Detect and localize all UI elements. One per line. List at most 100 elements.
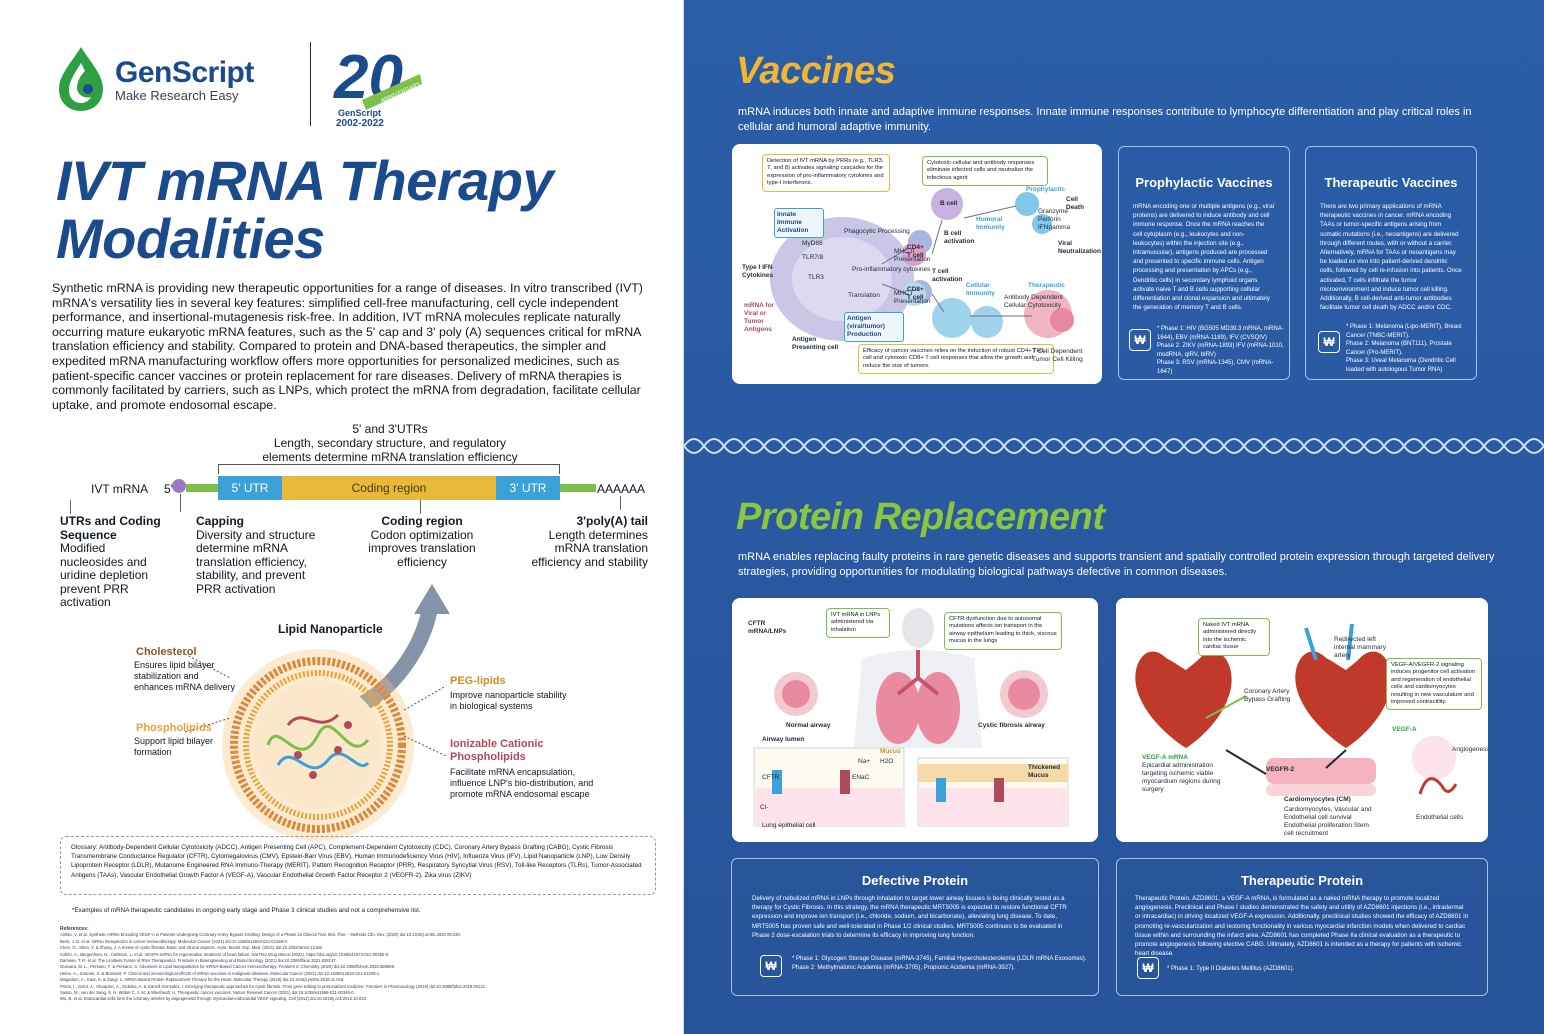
prophylactic-phases: * Phase 1: HIV (BG505 MD39.3 mRNA, mRNA-…: [1157, 326, 1284, 375]
fig-label-tlr3: TLR3: [808, 274, 824, 281]
fig-label-proinflammatory: Pro-inflammatory cytokines: [852, 266, 931, 273]
utr-annotation: 5' and 3'UTRs Length, secondary structur…: [240, 422, 540, 464]
cf-airway-label: Cystic fibrosis airway: [978, 722, 1045, 729]
anniversary-logo: 20 ANNIVERSARY GenScript 2002-2022: [332, 40, 424, 130]
reference-item: Collén, A., Bergenhem, N., Carlsson, L. …: [60, 951, 390, 957]
airway-lumen-label: Airway lumen: [762, 736, 805, 743]
therapeutic-protein-title: Therapeutic Protein: [1240, 873, 1364, 888]
clinical-trial-icon: ₩: [1129, 329, 1151, 351]
fig-label-antigen-production: Antigen (viral/tumor) Production: [844, 312, 904, 342]
logo-drop-icon: [59, 47, 103, 111]
fig-label-cd4: CD4+ T cell: [907, 244, 924, 259]
reference-item: Anttila, V. et al. Synthetic mRNA Encodi…: [60, 932, 461, 938]
peg-lipids-desc: Improve nanoparticle stability in biolog…: [450, 690, 567, 711]
vaccine-callout-cytotoxic: Cytotoxic-cellular and antibody response…: [922, 156, 1048, 187]
reference-item: Heine, A., Juranek, S. & Brossart, P. Cl…: [60, 970, 381, 976]
fig-label-myd88: MyD88: [802, 240, 823, 247]
fig-label-therapeutic: Therapeutic: [1028, 282, 1065, 289]
peg-lipids-label: PEG-lipids: [450, 675, 506, 687]
cholesterol-desc: Ensures lipid bilayer stabilization and …: [134, 660, 236, 692]
vegfr2-label: VEGFR-2: [1266, 766, 1295, 773]
endothelial-label: Endothelial cells: [1416, 814, 1463, 821]
thickened-mucus-label: Thickened Mucus: [1028, 764, 1061, 779]
fig-label-cellular: Cellular Immunity: [966, 282, 995, 297]
therapeutic-protein-body: Therapeutic Protein. AZD8601, a VEGF-A m…: [1135, 895, 1469, 958]
fig-label-mhc1: MHC I Presentation: [894, 290, 931, 305]
lnp-leader-lines-right: [403, 685, 447, 757]
ionizable-lipids-desc: Facilitate mRNA encapsulation, influence…: [450, 767, 594, 799]
vaccines-description: mRNA induces both innate and adaptive im…: [738, 106, 1472, 133]
brand-name: GenScript: [115, 55, 254, 89]
utr-heading: 5' and 3'UTRs: [352, 422, 428, 436]
page-title: IVT mRNA Therapy Modalities: [56, 152, 656, 268]
prophylactic-title: Prophylactic Vaccines: [1135, 175, 1273, 190]
epicardial-label: Epicardial administration targeting isch…: [1142, 762, 1221, 793]
reference-item: Guevara, M. L., Persano, F. & Persano, S…: [60, 964, 396, 970]
enac-label: ENaC: [852, 774, 870, 781]
fig-label-viral-neutralization: Viral Neutralization: [1058, 240, 1101, 255]
phospholipids-desc: Support lipid bilayer formation: [134, 736, 214, 757]
immune-response-illustration: [770, 188, 1074, 341]
title-line-1: IVT mRNA Therapy: [56, 149, 554, 212]
utr-desc-2: elements determine mRNA translation effi…: [262, 450, 518, 464]
lnp-title: Lipid Nanoparticle: [278, 622, 383, 636]
lnp-leader-lines: [184, 653, 231, 733]
vaccine-callout-cancer: Efficacy of cancer vaccines relies on th…: [858, 344, 1054, 375]
five-prime-label: 5': [164, 482, 173, 496]
vaccine-callout-prr: Detection of IVT mRNA by PRRs (e.g., TLR…: [762, 154, 890, 192]
fig-label-cell-death: Cell Death: [1066, 196, 1085, 211]
cftr-mrna-label: CFTR mRNA/LNPs: [748, 620, 787, 635]
fig-label-translation: Translation: [848, 292, 880, 299]
vaccines-title: Vaccines: [736, 50, 896, 92]
genscript-logo[interactable]: GenScript Make Research Easy: [55, 45, 254, 113]
fig-label-apc: Antigen Presenting cell: [792, 336, 839, 351]
title-line-2: Modalities: [56, 207, 325, 270]
reference-item: Magadum, A., Kaur, K. & Zangi, L. mRNA-B…: [60, 977, 345, 983]
fig-label-ifn: Type I IFN Cytokines: [742, 264, 774, 279]
vegfa-mrna-label: VEGF-A mRNA: [1142, 754, 1188, 761]
fig-label-tlr78: TLR7/8: [802, 254, 824, 261]
anniversary-name: GenScript: [338, 108, 382, 118]
curved-arrow-icon: [354, 584, 450, 710]
cftr-channel-label: CFTR: [762, 774, 780, 781]
defective-protein-body: Delivery of nebulized mRNA in LNPs throu…: [752, 895, 1067, 939]
heart-figure: Naked IVT mRNA administered directly int…: [1116, 598, 1488, 842]
heart-vegf-illustration: [1135, 623, 1458, 796]
reference-item: Chen, G., Shen, Y. & Zhang, J. A review …: [60, 945, 324, 951]
therapeutic-protein-card: Therapeutic Protein Therapeutic Protein.…: [1116, 858, 1488, 996]
references: References: Anttila, V. et al. Synthetic…: [60, 926, 656, 1003]
phospholipids-label: Phospholipids: [136, 722, 212, 734]
brand-tagline: Make Research Easy: [115, 87, 239, 103]
lung-callout-inhalation: IVT mRNA in LNPs administered via inhala…: [826, 608, 890, 639]
tick-polya: [620, 496, 621, 510]
fig-label-phagocytic: Phagocytic Processing: [844, 228, 910, 235]
protein-replacement-description: mRNA enables replacing faulty proteins i…: [738, 551, 1495, 578]
lung-figure: CFTR mRNA/LNPs IVT mRNA in LNPs administ…: [732, 598, 1098, 842]
examples-note: *Examples of mRNA therapeutic candidates…: [72, 907, 421, 914]
utr-brace: [218, 464, 560, 474]
feature-coding: Coding region Codon optimization improve…: [368, 514, 476, 569]
fig-label-humoral: Humoral Immunity: [976, 216, 1005, 231]
feature-utr-coding: UTRs and Coding Sequence Modified nucleo…: [60, 514, 161, 609]
fig-label-mrna-antigens: mRNA for Viral or Tumor Antigens: [744, 302, 775, 333]
fig-label-tumor-killing: T Cell Dependent Tumor Cell Killing: [1032, 348, 1083, 363]
prophylactic-body: mRNA encoding one or multiple antigens (…: [1133, 203, 1275, 312]
fig-label-mhc2: MHC II Presentation: [894, 248, 931, 263]
defective-protein-card: Defective Protein Delivery of nebulized …: [731, 858, 1099, 996]
lung-callout-cftr: CFTR dysfunction due to autosomal mutati…: [944, 612, 1062, 650]
segment-5utr: 5' UTR: [218, 476, 282, 500]
heart-callout-naked-mrna: Naked IVT mRNA administered directly int…: [1198, 618, 1270, 656]
therapeutic-vaccines-card: Therapeutic Vaccines There are two prima…: [1305, 146, 1477, 380]
tick-coding: [420, 500, 421, 514]
ionizable-lipids-label: Ionizable Cationic Phospholipids: [450, 738, 544, 763]
mucus-label: Mucus: [880, 748, 901, 755]
reference-item: Wu, B. et al. Endocardial cells form the…: [60, 996, 368, 1002]
fig-label-bcell-activation: B cell activation: [944, 230, 975, 245]
logo-divider: [310, 42, 311, 126]
fig-label-tcell-activation: T cell activation: [932, 268, 963, 283]
cardiomyocytes-label: Cardiomyocytes (CM): [1284, 796, 1351, 803]
references-heading: References:: [60, 926, 89, 932]
left-panel: GenScript Make Research Easy 20 ANNIVERS…: [0, 0, 684, 1034]
clinical-trial-icon: ₩: [1318, 331, 1340, 353]
therapeutic-vaccines-title: Therapeutic Vaccines: [1324, 175, 1458, 190]
